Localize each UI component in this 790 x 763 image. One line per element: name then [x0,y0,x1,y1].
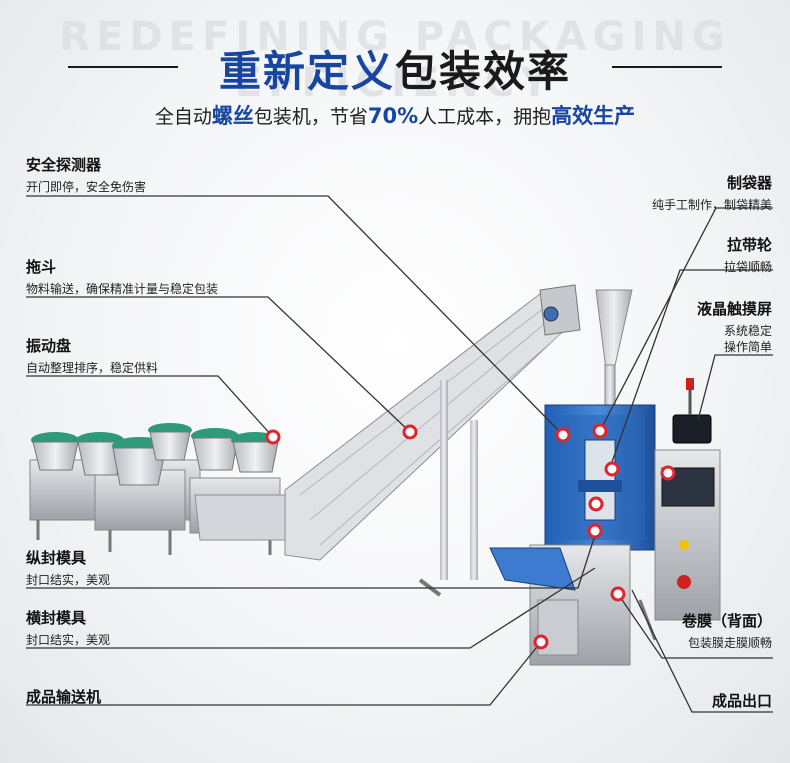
label-touch-screen: 液晶触摸屏 系统稳定 操作简单 [697,298,772,355]
label-bag-former: 制袋器 纯手工制作，制袋精美 [652,172,772,213]
label-title: 卷膜（背面） [681,612,772,630]
label-desc: 纯手工制作，制袋精美 [651,198,772,212]
subtitle-highlight: 螺丝 [211,104,254,128]
label-vertical-seal: 纵封模具 封口结实，美观 [26,547,110,588]
vibration-bowls [29,423,291,555]
title-rest: 包装效率 [395,47,572,96]
label-film-roll: 卷膜（背面） 包装膜走膜顺畅 [682,610,772,651]
subtitle-part: 包装机，节省 [253,106,368,128]
marker-hopper-bucket [402,424,418,440]
label-hopper-bucket: 拖斗 物料输送，确保精准计量与稳定包装 [26,256,218,297]
label-title: 拖斗 [26,258,57,276]
marker-output-conveyor [533,634,549,650]
label-finished-outlet: 成品出口 [712,690,772,711]
page-title: 重新定义包装效率 [0,38,790,99]
label-desc: 封口结实，美观 [26,633,111,647]
label-desc: 包装膜走膜顺畅 [687,636,772,650]
bucket-conveyor [284,284,581,597]
callout-markers [265,423,676,650]
label-desc: 物料输送，确保精准计量与稳定包装 [26,282,219,296]
leader-lines [26,195,773,713]
marker-film-roll [610,586,626,602]
label-title: 成品输送机 [26,688,102,706]
marker-touch-screen [660,465,676,481]
subtitle-highlight: 70% [367,104,419,128]
label-title: 制袋器 [726,174,772,192]
subtitle-part: 人工成本，拥抱 [418,106,552,128]
title-rule-left [68,66,178,68]
label-title: 横封模具 [26,609,87,627]
label-output-conveyor: 成品输送机 [26,686,101,707]
label-title: 拉带轮 [726,236,772,254]
subtitle-highlight: 高效生产 [551,104,636,128]
label-desc: 拉袋顺畅 [723,260,772,274]
label-title: 成品出口 [711,692,772,710]
touch-screen-panel [672,414,712,444]
label-title: 振动盘 [26,337,72,355]
marker-safety-sensor [555,427,571,443]
title-rule-right [612,66,722,68]
title-accent: 重新定义 [218,47,395,96]
label-desc: 开门即停，安全免伤害 [26,180,147,194]
label-title: 液晶触摸屏 [696,300,772,318]
label-desc: 自动整理排序，稳定供料 [26,361,159,375]
label-title: 安全探测器 [26,156,102,174]
subtitle-part: 全自动 [154,106,212,128]
marker-horizontal-seal [587,523,603,539]
marker-vibration-bowl [265,429,281,445]
marker-vertical-seal [588,496,604,512]
label-desc: 封口结实，美观 [26,573,111,587]
watermark-text: REDEFINING PACKAGING EFFICIENCY [59,14,731,106]
label-desc: 系统稳定 [723,324,772,338]
label-title: 纵封模具 [26,549,87,567]
label-desc: 操作简单 [723,340,772,354]
label-safety-sensor: 安全探测器 开门即停，安全免伤害 [26,154,146,195]
marker-pull-wheel [604,461,620,477]
marker-bag-former [592,423,608,439]
label-pull-wheel: 拉带轮 拉袋顺畅 [724,234,772,275]
hopper-funnel [595,289,633,406]
label-vibration-bowl: 振动盘 自动整理排序，稳定供料 [26,335,158,376]
label-horizontal-seal: 横封模具 封口结实，美观 [26,607,110,648]
subtitle: 全自动螺丝包装机，节省70%人工成本，拥抱高效生产 [0,100,790,130]
